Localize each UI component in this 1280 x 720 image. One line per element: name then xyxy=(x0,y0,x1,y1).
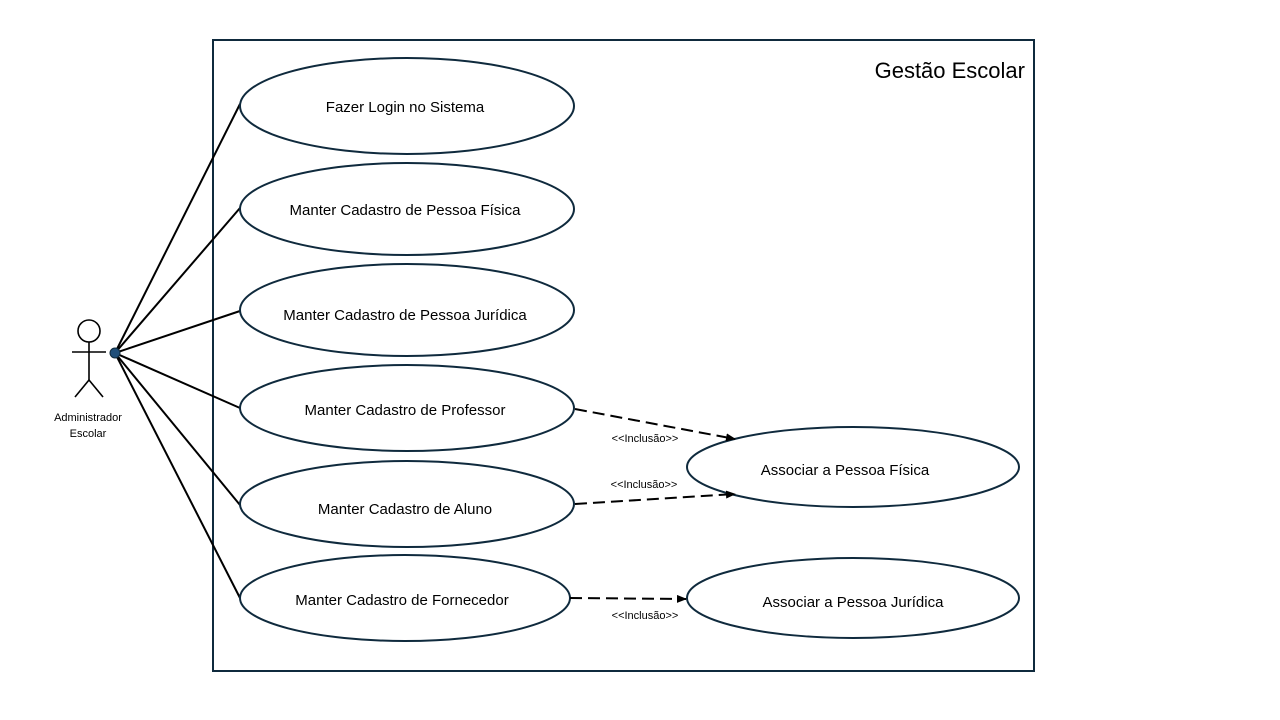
actor-associations xyxy=(114,103,241,599)
use-case-pessoa-juridica[interactable]: Manter Cadastro de Pessoa Jurídica xyxy=(239,263,575,357)
include-arrow-aluno xyxy=(574,490,736,505)
include-relations xyxy=(569,408,736,603)
include-label-aluno: <<Inclusão>> xyxy=(611,479,678,491)
include-label-fornecedor: <<Inclusão>> xyxy=(612,610,679,622)
include-arrow-professor xyxy=(574,408,736,442)
actor-figure[interactable] xyxy=(72,319,106,398)
use-case-login-shape xyxy=(239,57,575,155)
include-arrow-fornecedor xyxy=(569,594,687,603)
actor-name-line1: Administrador xyxy=(54,412,122,424)
use-case-associar-juridica-label: Associar a Pessoa Jurídica xyxy=(763,594,945,611)
connector-dot xyxy=(109,347,121,359)
use-case-associar-juridica[interactable]: Associar a Pessoa Jurídica xyxy=(686,557,1020,639)
actor-name-line2: Escolar xyxy=(70,428,107,440)
system-title: Gestão Escolar xyxy=(875,58,1025,83)
use-case-pessoa-juridica-shape xyxy=(239,263,575,357)
include-label-professor: <<Inclusão>> xyxy=(612,433,679,445)
use-case-login[interactable]: Fazer Login no Sistema xyxy=(239,57,575,155)
use-case-associar-fisica-shape xyxy=(686,426,1020,508)
use-case-aluno-shape xyxy=(239,460,575,548)
actor-head xyxy=(77,319,101,343)
use-case-login-label: Fazer Login no Sistema xyxy=(326,99,485,116)
association-aluno xyxy=(114,352,241,506)
use-case-fornecedor-label: Manter Cadastro de Fornecedor xyxy=(295,592,508,609)
use-case-professor-shape xyxy=(239,364,575,452)
association-professor xyxy=(114,352,241,409)
use-case-pessoa-fisica-label: Manter Cadastro de Pessoa Física xyxy=(290,202,522,219)
use-case-pessoa-fisica[interactable]: Manter Cadastro de Pessoa Física xyxy=(239,162,575,256)
use-case-fornecedor[interactable]: Manter Cadastro de Fornecedor xyxy=(239,554,571,642)
association-pessoa-fisica xyxy=(114,207,241,354)
use-case-associar-fisica-label: Associar a Pessoa Física xyxy=(761,462,930,479)
use-case-associar-juridica-shape xyxy=(686,557,1020,639)
use-case-professor-label: Manter Cadastro de Professor xyxy=(305,402,506,419)
use-case-aluno-label: Manter Cadastro de Aluno xyxy=(318,501,492,518)
use-case-aluno[interactable]: Manter Cadastro de Aluno xyxy=(239,460,575,548)
use-case-pessoa-juridica-label: Manter Cadastro de Pessoa Jurídica xyxy=(283,307,527,324)
use-case-pessoa-fisica-shape xyxy=(239,162,575,256)
actor-right-leg xyxy=(88,379,104,398)
association-login xyxy=(114,103,241,354)
use-case-associar-fisica[interactable]: Associar a Pessoa Física xyxy=(686,426,1020,508)
association-pessoa-juridica xyxy=(114,310,241,354)
actor-left-leg xyxy=(74,379,90,398)
association-fornecedor xyxy=(114,352,241,599)
use-case-professor[interactable]: Manter Cadastro de Professor xyxy=(239,364,575,452)
system-boundary xyxy=(212,39,1035,672)
